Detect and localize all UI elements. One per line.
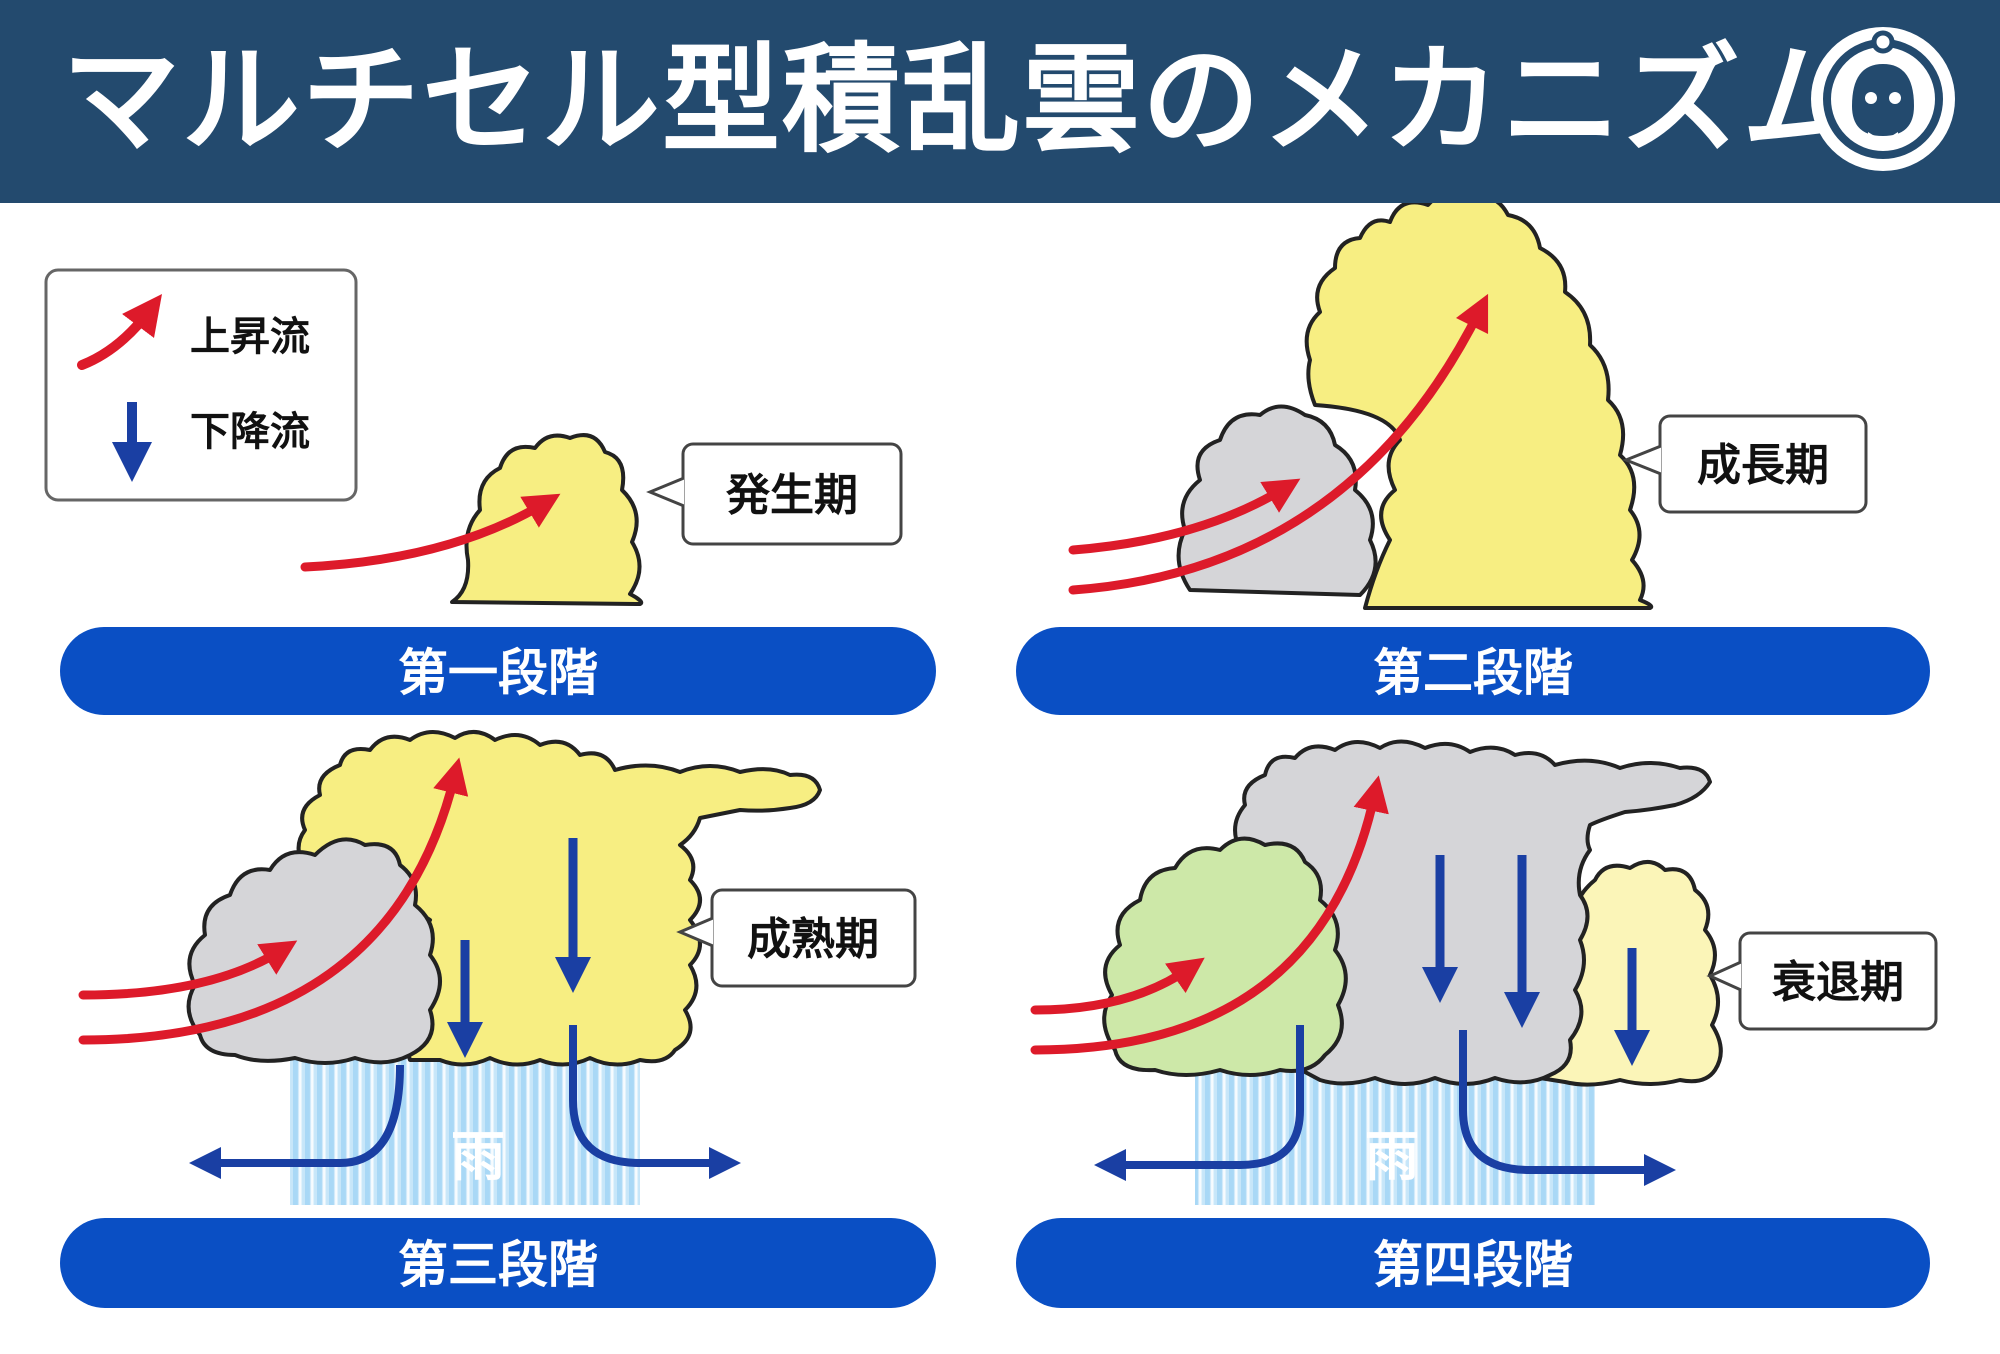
weathernews-mascot-icon: [1811, 27, 1955, 171]
legend-box: 上昇流 下降流: [44, 268, 358, 502]
stage-2-title: 第二段階: [1373, 644, 1573, 702]
stage-3-outflow-arrow-left: [189, 1064, 404, 1179]
mature-gray-cloud: [186, 837, 442, 1065]
stage-4-outflow-arrow-right: [1459, 1030, 1676, 1186]
stage-3-phase-label: 成熟期: [747, 914, 879, 965]
stage-1-banner: [60, 627, 936, 715]
stage-4-rain-label: 雨: [1365, 1125, 1419, 1188]
stage-2-phase-callout: 成長期: [1621, 414, 1868, 514]
stage-1-diagram: 発生期 第一段階: [60, 433, 936, 715]
growing-yellow-cloud: [1304, 203, 1654, 610]
stage-4-title: 第四段階: [1373, 1236, 1573, 1294]
stage-4-updraft-arrow-lower: [1030, 775, 1389, 1055]
stage-2-diagram: 成長期 第二段階: [1016, 203, 1930, 715]
stage-2-banner: [1016, 627, 1930, 715]
stage-3-phase-callout: 成熟期: [676, 888, 917, 988]
diagram-canvas: 上昇流 下降流 発生期 第一段階 成長期 第二段階: [44, 203, 1938, 1308]
stage-3-outflow-arrow-right: [569, 1025, 741, 1179]
stage-4-diagram: 雨 衰退期 第四段階: [1016, 739, 1938, 1308]
header-bar: マルチセル型積乱雲のメカニズム: [0, 0, 2000, 203]
stage-3-rain: [290, 1045, 640, 1205]
stage-2-updraft-arrow-lower: [1068, 293, 1489, 595]
stage-3-diagram: 雨 成熟期 第三段階: [60, 730, 936, 1308]
legend-downdraft-label: 下降流: [190, 409, 310, 455]
developing-cloud: [450, 433, 644, 606]
stage-3-banner: [60, 1218, 936, 1308]
stage-4-phase-label: 衰退期: [1772, 957, 1904, 1008]
stage-1-phase-callout: 発生期: [646, 442, 903, 546]
dissipating-gray-cloud: [1233, 739, 1712, 1086]
new-green-cloud: [1102, 836, 1348, 1077]
stage-1-updraft-arrow: [300, 493, 561, 572]
stage-1-title: 第一段階: [398, 644, 598, 702]
stage-2-phase-label: 成長期: [1697, 440, 1829, 491]
stage-4-banner: [1016, 1218, 1930, 1308]
stage-4-phase-callout: 衰退期: [1706, 931, 1938, 1031]
stage-2-updraft-arrow-upper: [1068, 478, 1301, 555]
stage-3-title: 第三段階: [398, 1236, 598, 1294]
page-title: マルチセル型積乱雲のメカニズム: [62, 31, 1863, 169]
stage-3-updraft-arrow-upper: [78, 940, 298, 1000]
stage-1-phase-label: 発生期: [725, 470, 858, 521]
stage-4-updraft-arrow-upper: [1030, 957, 1205, 1015]
updraft-legend-icon: [77, 294, 163, 370]
stage-3-updraft-arrow-lower: [78, 757, 469, 1045]
stage-3-rain-label: 雨: [451, 1125, 505, 1188]
stage-4-outflow-arrow-left: [1094, 1025, 1304, 1181]
legend-updraft-label: 上昇流: [190, 314, 310, 360]
